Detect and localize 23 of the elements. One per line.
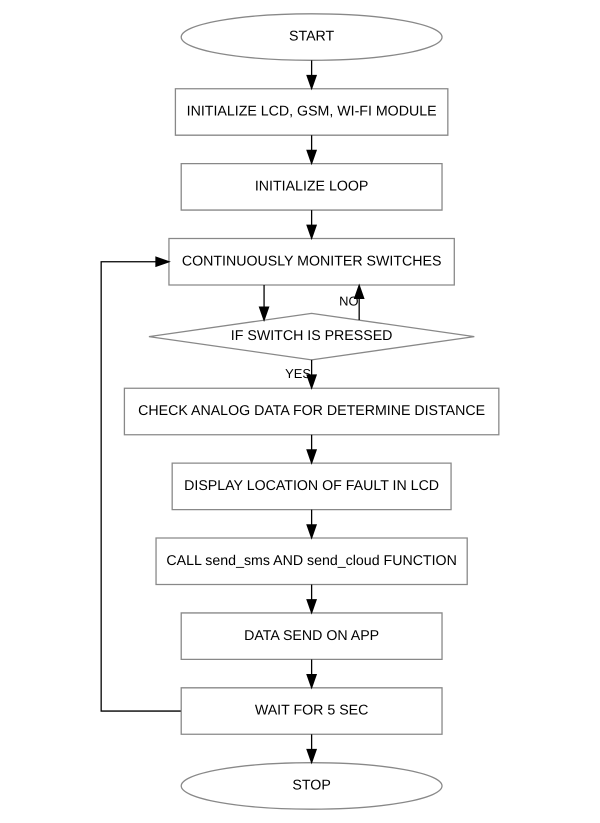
node-ellipse: START (180, 13, 443, 61)
node-box: CONTINUOUSLY MONITER SWITCHES (168, 238, 455, 286)
arrow (306, 60, 318, 90)
arrow (306, 360, 318, 390)
arrow (306, 135, 318, 166)
arrow (306, 210, 318, 240)
node-box: INITIALIZE LOOP (180, 162, 443, 211)
node-box: INITIALIZE LCD, GSM, WI-FI MODULE (174, 88, 448, 136)
arrow (258, 285, 270, 322)
arrow (306, 734, 318, 764)
arrow (306, 584, 318, 615)
node-box: CHECK ANALOG DATA FOR DETERMINE DISTANCE (124, 388, 500, 436)
arrow (100, 256, 181, 712)
arrow (306, 510, 318, 540)
arrow (306, 659, 318, 690)
node-box: CALL send_sms AND send_cloud FUNCTION (155, 537, 468, 586)
node-diamond: IF SWITCH IS PRESSED (148, 312, 475, 360)
node-box: DATA SEND ON APP (180, 612, 443, 660)
node-box: DISPLAY LOCATION OF FAULT IN LCD (172, 462, 452, 510)
node-box: WAIT FOR 5 SEC (180, 687, 443, 735)
arrow (354, 283, 365, 320)
arrow (306, 434, 318, 465)
node-ellipse: STOP (180, 762, 443, 810)
